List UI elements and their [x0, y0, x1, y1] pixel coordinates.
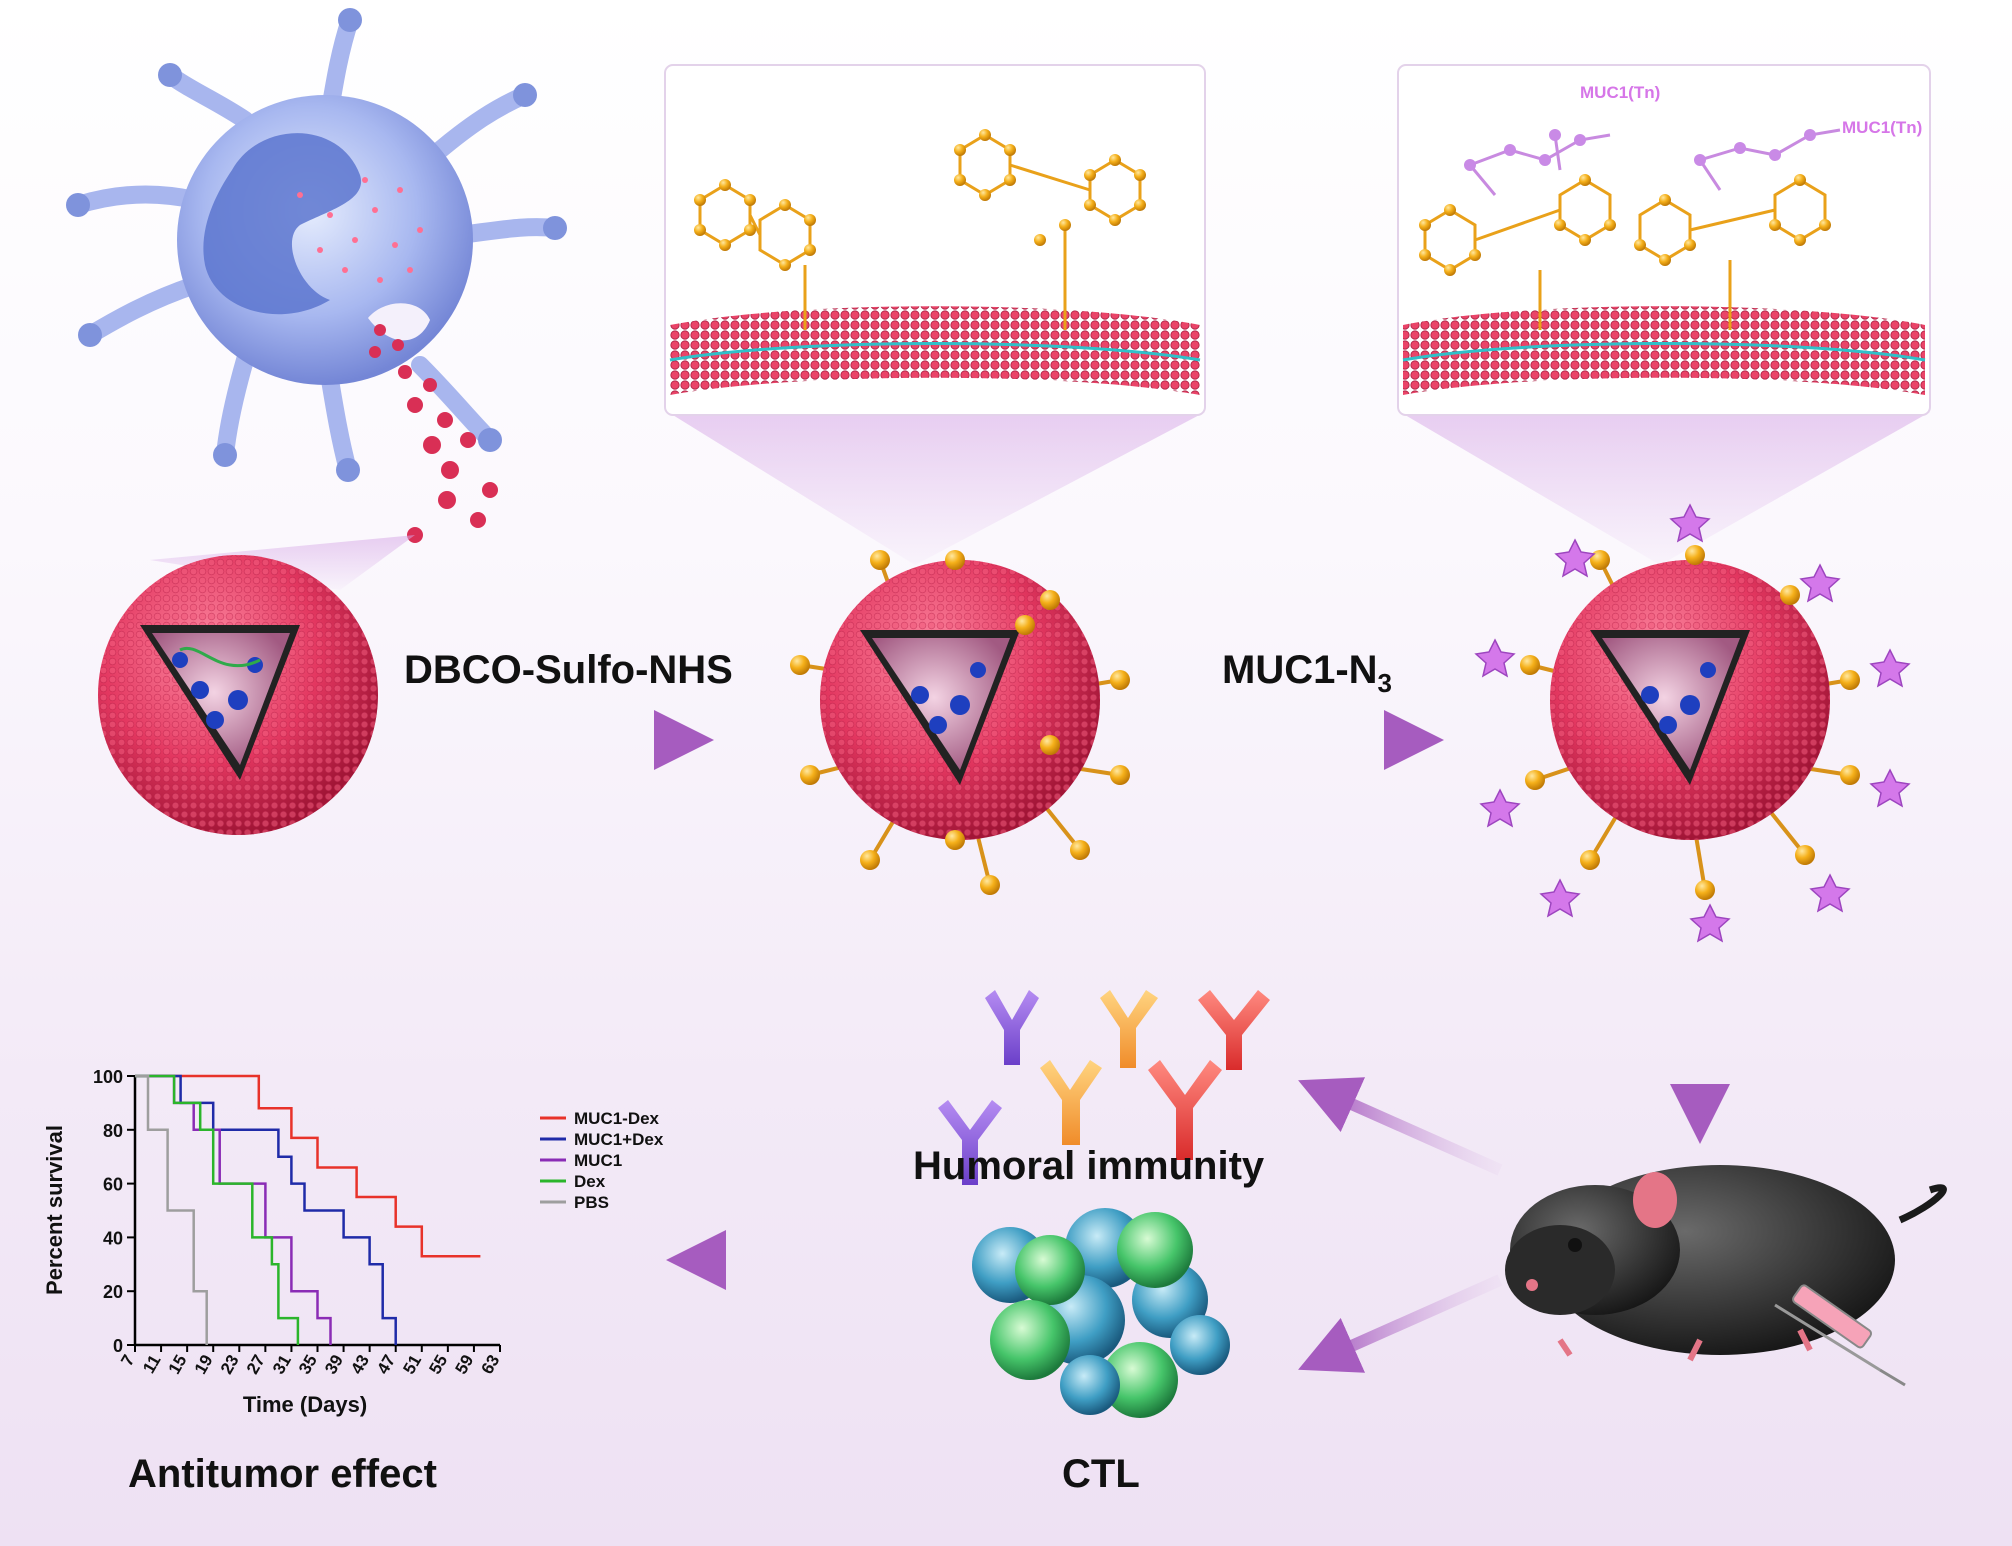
- antitumor-effect-label: Antitumor effect: [128, 1452, 437, 1496]
- survival-line-muc1-dex: [135, 1074, 481, 1258]
- step-label-muc1-main: MUC1-N: [1222, 648, 1378, 692]
- syringe-icon: [1774, 1284, 1906, 1387]
- survival-line-dex: [135, 1074, 300, 1345]
- step-label-dbco: DBCO-Sulfo-NHS: [404, 648, 733, 692]
- y-tick-label: 100: [93, 1067, 123, 1087]
- legend-label: MUC1+Dex: [574, 1130, 664, 1149]
- x-tick-label: 39: [321, 1352, 347, 1378]
- y-tick-label: 80: [103, 1121, 123, 1141]
- x-tick-label: 7: [117, 1352, 138, 1370]
- zoom-panel-muc1: [1397, 64, 1931, 565]
- x-axis-label: Time (Days): [243, 1392, 367, 1417]
- survival-line-pbs: [135, 1074, 208, 1345]
- x-tick-label: 47: [373, 1352, 399, 1378]
- liposome-icon: [98, 555, 378, 835]
- y-tick-label: 60: [103, 1175, 123, 1195]
- y-tick-label: 0: [113, 1336, 123, 1356]
- dbco-liposome-icon: [790, 550, 1130, 895]
- legend-label: Dex: [574, 1172, 606, 1191]
- legend-label: MUC1: [574, 1151, 622, 1170]
- process-arrows: [450, 710, 1730, 1373]
- x-tick-label: 27: [243, 1352, 269, 1378]
- y-tick-label: 40: [103, 1228, 123, 1248]
- x-tick-label: 55: [425, 1352, 451, 1378]
- muc1-tag-right: MUC1(Tn): [1842, 118, 1923, 137]
- humoral-immunity-label: Humoral immunity: [913, 1144, 1265, 1188]
- legend-label: MUC1-Dex: [574, 1109, 660, 1128]
- zoom-panel-dbco: [664, 64, 1206, 565]
- x-tick-label: 59: [451, 1352, 477, 1378]
- mouse-icon: [1505, 1165, 1947, 1362]
- muc1-liposome-icon: [1474, 503, 1911, 943]
- x-tick-label: 51: [399, 1352, 425, 1378]
- x-tick-label: 15: [165, 1352, 191, 1378]
- y-axis-label: Percent survival: [42, 1125, 67, 1295]
- x-tick-label: 11: [139, 1352, 164, 1377]
- x-tick-label: 63: [478, 1352, 504, 1378]
- step-label-muc1-subscript: 3: [1377, 668, 1393, 698]
- x-tick-label: 23: [217, 1352, 243, 1378]
- survival-line-muc1: [135, 1074, 332, 1345]
- t-cell-cluster-icon: [972, 1208, 1230, 1418]
- survival-line-muc1-dex: [135, 1074, 397, 1345]
- step-label-muc1: MUC1-N3: [1222, 648, 1392, 699]
- chart-lines: [135, 1074, 481, 1345]
- antibody-icon: [938, 990, 1270, 1185]
- x-tick-label: 43: [347, 1352, 373, 1378]
- legend-label: PBS: [574, 1193, 609, 1212]
- y-tick-label: 20: [103, 1282, 123, 1302]
- ctl-label: CTL: [1062, 1452, 1140, 1496]
- dendritic-cell-icon: [66, 8, 567, 543]
- muc1-tag-left: MUC1(Tn): [1580, 83, 1661, 102]
- x-tick-label: 35: [295, 1352, 321, 1378]
- x-tick-label: 31: [269, 1352, 295, 1378]
- x-tick-label: 19: [191, 1352, 217, 1378]
